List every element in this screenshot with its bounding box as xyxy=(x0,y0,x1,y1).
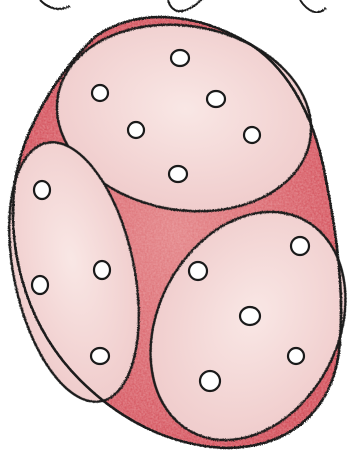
top-face-pip xyxy=(92,85,108,101)
left-face-pip xyxy=(91,348,109,364)
top-face-pip xyxy=(207,91,225,107)
right-face-pip xyxy=(189,262,207,280)
left-face-pip xyxy=(94,261,110,279)
top-face-pip xyxy=(171,50,189,66)
top-scribble xyxy=(40,0,326,12)
left-face-pip xyxy=(32,276,48,294)
top-face-pip xyxy=(244,127,260,143)
left-face-pip xyxy=(34,181,50,199)
right-face-pip xyxy=(288,348,304,364)
right-face-pip xyxy=(200,371,220,391)
right-face-pip xyxy=(291,237,309,255)
top-face-pip xyxy=(169,166,187,182)
top-face-pip xyxy=(128,122,144,138)
right-face-pip xyxy=(240,307,260,325)
